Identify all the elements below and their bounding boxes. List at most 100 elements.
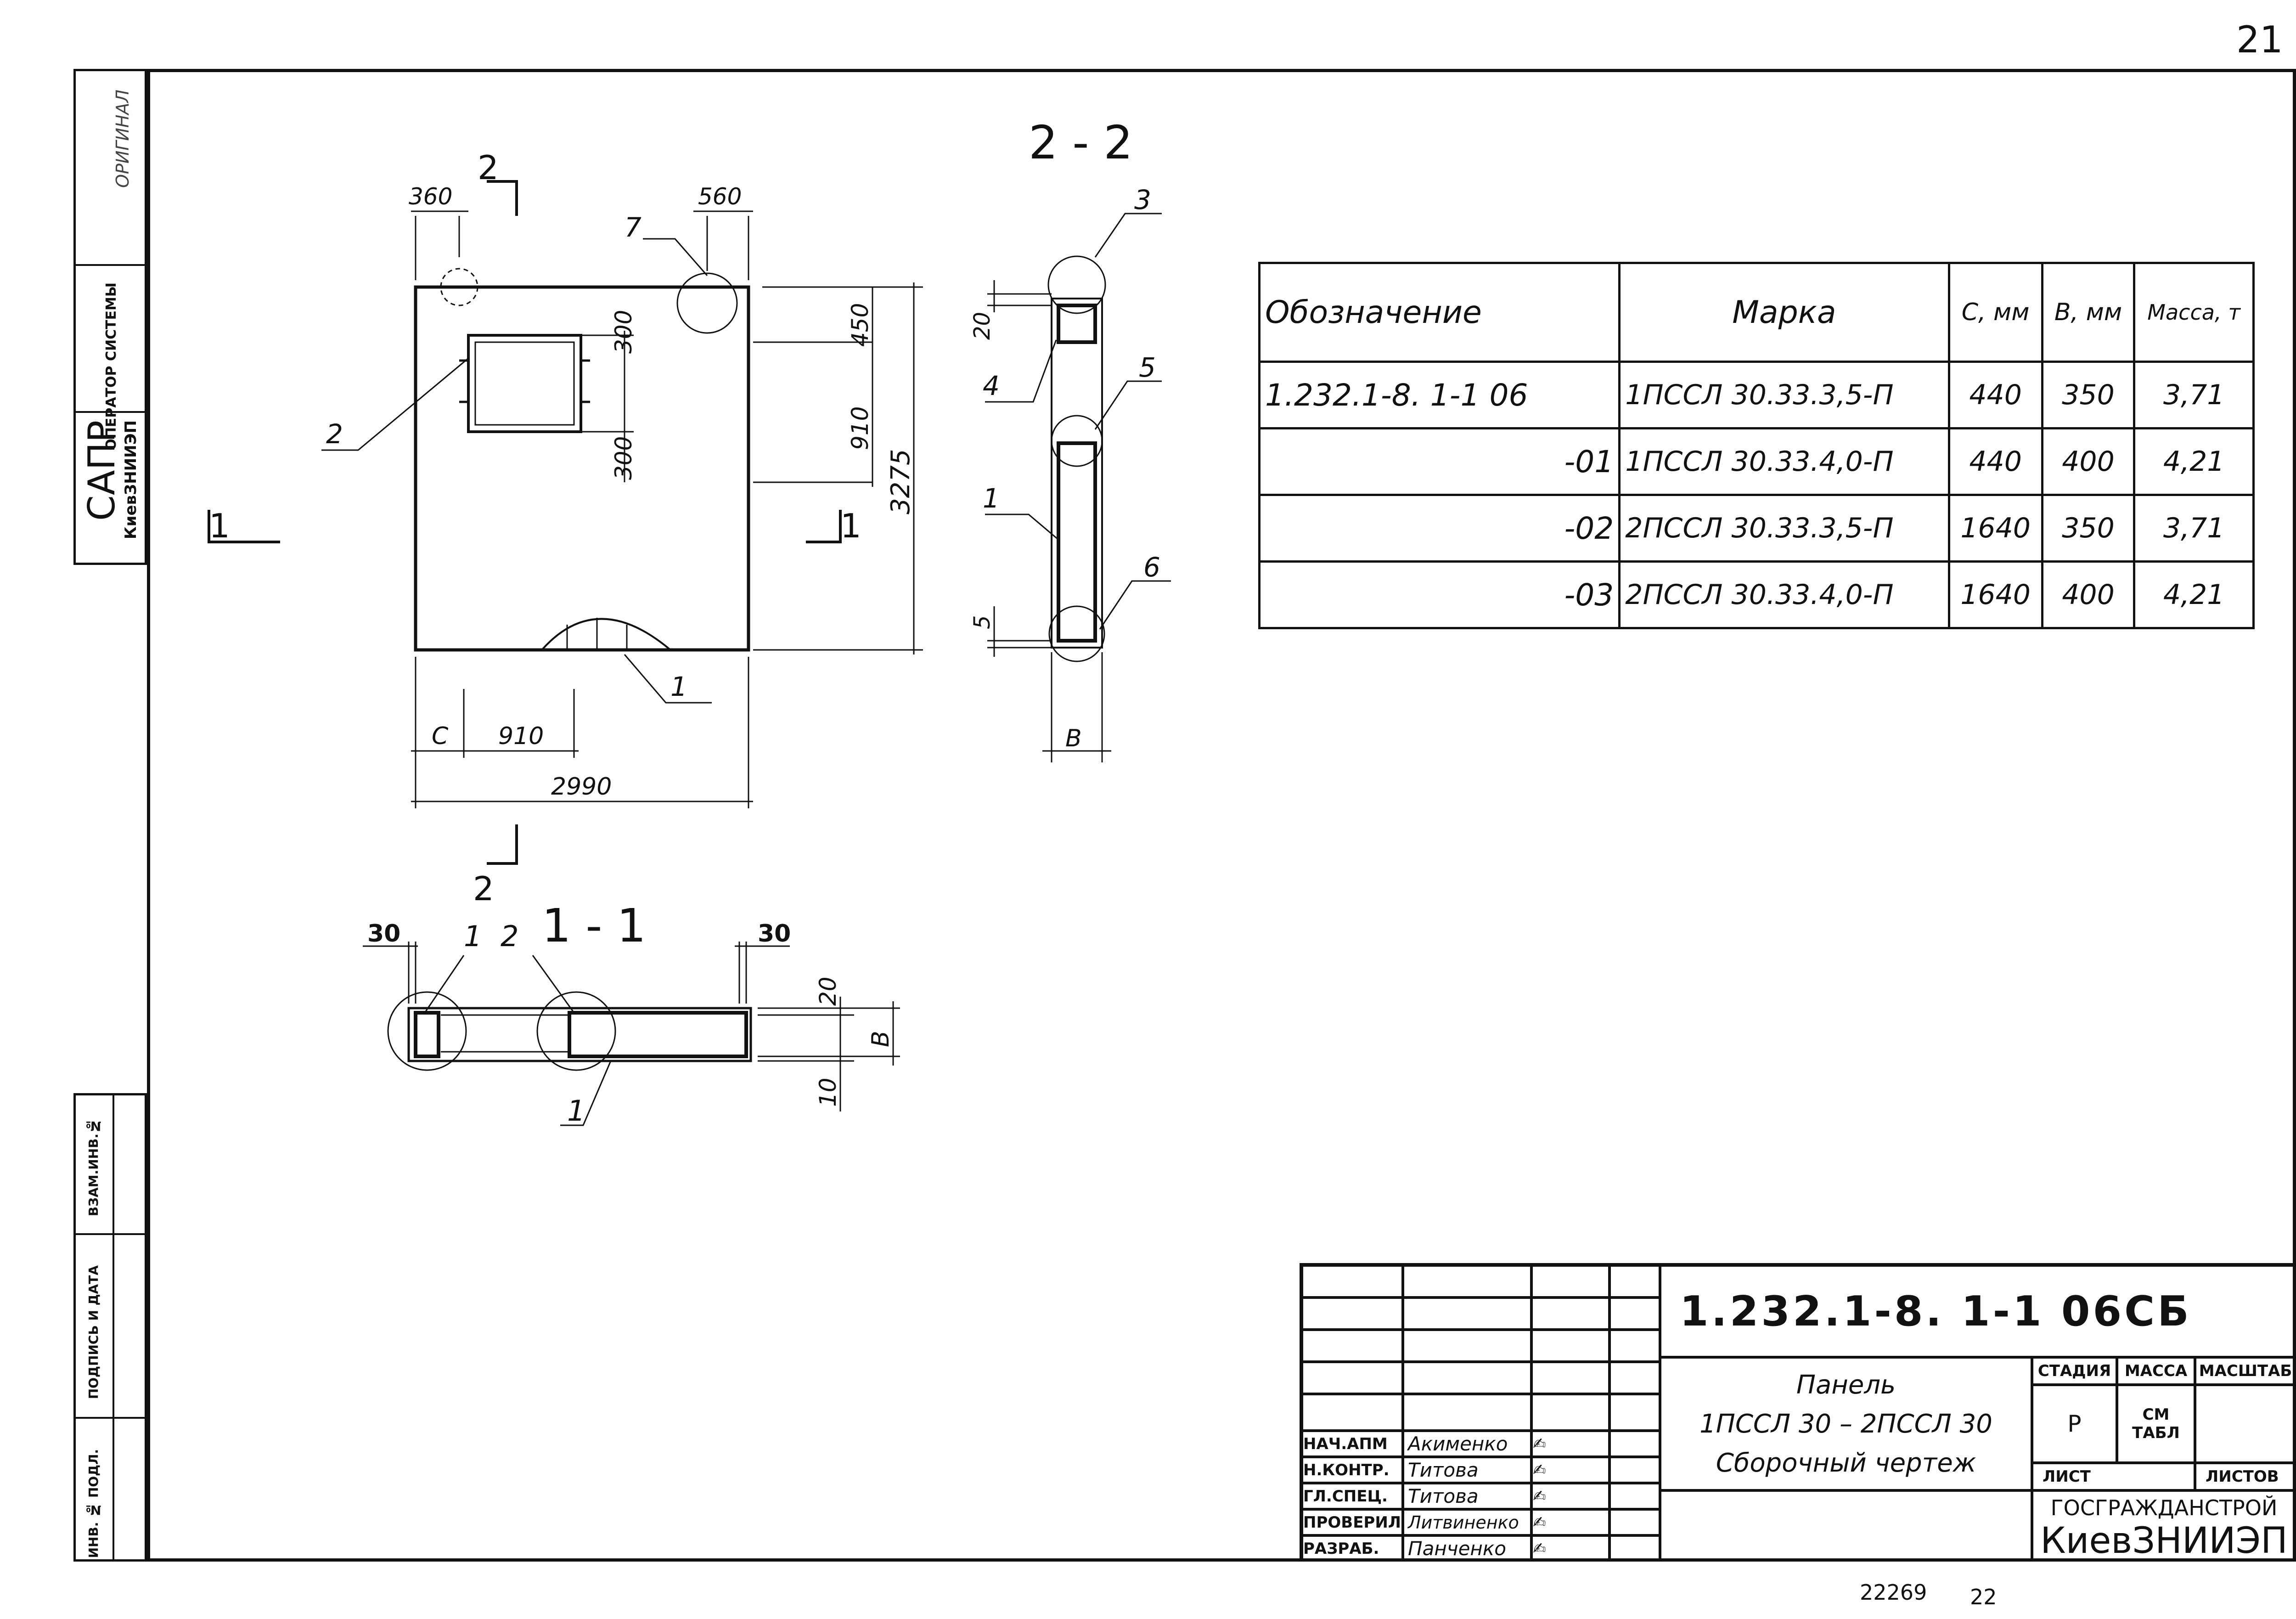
document-code: 1.232.1-8. 1-1 06СБ: [1660, 1265, 2296, 1357]
section11-body: [407, 1007, 752, 1062]
cell-b: 400: [2041, 560, 2136, 629]
role-razrab: РАЗРАБ.: [1302, 1535, 1403, 1562]
archive-number: 22269: [1860, 1580, 1927, 1605]
cell-mass: 3,71: [2133, 361, 2255, 429]
cell-mass: 4,21: [2133, 560, 2255, 629]
callout-1b-s11: 1: [567, 1094, 585, 1128]
signature-grid: НАЧ.АПМ Акименко ✍ Н.КОНТР. Титова ✍ ГЛ.…: [1302, 1265, 1660, 1562]
dim-360: 360: [409, 183, 452, 210]
role-n-kontr: Н.КОНТР.: [1302, 1457, 1403, 1483]
name-gl-spec: Титова: [1403, 1483, 1531, 1509]
plan-panel-outline: [414, 285, 750, 652]
header-c: С, мм: [1947, 262, 2043, 363]
signature: ✍: [1531, 1535, 1609, 1562]
callout-7: 7: [625, 212, 642, 243]
dim-5-s22: 5: [969, 615, 995, 629]
sheet-label: ЛИСТ: [2032, 1463, 2195, 1490]
signature: ✍: [1531, 1483, 1609, 1509]
dim-450: 450: [847, 303, 873, 347]
dim-910v: 910: [847, 406, 873, 450]
title-block: НАЧ.АПМ Акименко ✍ Н.КОНТР. Титова ✍ ГЛ.…: [1300, 1263, 2296, 1562]
callout-5: 5: [1139, 352, 1156, 383]
table-row: 1.232.1-8. 1-1 06 1ПССЛ 30.33.3,5-П 440 …: [1258, 361, 2255, 429]
callout-4: 4: [983, 370, 1000, 401]
specification-table: Обозначение Марка С, мм В, мм Масса, т 1…: [1258, 262, 2255, 629]
cell-designation: 1.232.1-8. 1-1 06: [1258, 361, 1621, 429]
dim-30-left: 30: [367, 920, 400, 948]
section22-body: [1051, 298, 1103, 649]
title-line3: Сборочный чертеж: [1716, 1448, 1976, 1478]
cell-mark: 1ПССЛ 30.33.3,5-П: [1618, 361, 1950, 429]
dim-c: C: [432, 722, 449, 750]
header-b: В, мм: [2041, 262, 2136, 363]
title-line2: 1ПССЛ 30 – 2ПССЛ 30: [1699, 1409, 1992, 1439]
cell-c: 1640: [1947, 494, 2043, 563]
cut-2-top: 2: [478, 148, 499, 187]
dim-30-right: 30: [758, 920, 791, 948]
dim-300b: 300: [610, 436, 637, 480]
table-row: -03 2ПССЛ 30.33.4,0-П 1640 400 4,21: [1258, 560, 2255, 629]
callout-1a-s11: 1: [464, 920, 482, 953]
dim-b-s22: B: [1065, 725, 1082, 752]
callout-6: 6: [1143, 552, 1160, 583]
cut-2-bottom: 2: [473, 869, 494, 908]
dim-3275: 3275: [886, 449, 916, 514]
role-nach-apm: НАЧ.АПМ: [1302, 1431, 1403, 1457]
cut-1-left: 1: [209, 507, 230, 545]
org-line2: КиевЗНИИЭП: [2040, 1520, 2288, 1562]
cell-mass: 4,21: [2133, 427, 2255, 496]
table-row: -02 2ПССЛ 30.33.3,5-П 1640 350 3,71: [1258, 494, 2255, 563]
cell-mass: 3,71: [2133, 494, 2255, 563]
signature: ✍: [1531, 1457, 1609, 1483]
cut-1-right: 1: [840, 507, 861, 545]
callout-2-plan: 2: [326, 418, 343, 450]
cell-b: 400: [2041, 427, 2136, 496]
cell-b: 350: [2041, 361, 2136, 429]
sheets-label: ЛИСТОВ 1: [2195, 1463, 2296, 1490]
cell-designation: -01: [1258, 427, 1621, 496]
table-row: -01 1ПССЛ 30.33.4,0-П 440 400 4,21: [1258, 427, 2255, 496]
plan-opening: [467, 334, 582, 433]
cell-b: 350: [2041, 494, 2136, 563]
format-number: 22: [1970, 1585, 1997, 1609]
cell-c: 440: [1947, 427, 2043, 496]
cell-mark: 2ПССЛ 30.33.4,0-П: [1618, 560, 1950, 629]
cell-designation: -03: [1258, 560, 1621, 629]
header-mark: Марка: [1618, 262, 1950, 363]
callout-1-s22: 1: [983, 483, 1000, 514]
title-line1: Панель: [1796, 1370, 1896, 1400]
side-stamp: ОРИГИНАЛ ОПЕРАТОР СИСТЕМЫ САПР КиевЗНИИЭ…: [73, 69, 147, 565]
dim-2990: 2990: [551, 773, 612, 801]
dim-560: 560: [698, 183, 742, 210]
title-text: Панель 1ПССЛ 30 – 2ПССЛ 30 Сборочный чер…: [1660, 1357, 2032, 1490]
dim-910h: 910: [498, 722, 544, 750]
cell-c: 440: [1947, 361, 2043, 429]
signature: ✍: [1531, 1509, 1609, 1535]
cell-c: 1640: [1947, 560, 2043, 629]
header-mass: Масса, т: [2133, 262, 2255, 363]
stage-value: Р: [2032, 1385, 2117, 1463]
page-number: 21: [2236, 18, 2283, 61]
dim-300a: 300: [610, 310, 637, 354]
name-proveril: Литвиненко: [1403, 1509, 1531, 1535]
stage-label: СТАДИЯ: [2032, 1357, 2117, 1385]
cell-mark: 2ПССЛ 30.33.3,5-П: [1618, 494, 1950, 563]
role-gl-spec: ГЛ.СПЕЦ.: [1302, 1483, 1403, 1509]
mass-value: СМ ТАБЛ: [2117, 1385, 2195, 1463]
name-n-kontr: Титова: [1403, 1457, 1531, 1483]
callout-2-s11: 2: [501, 920, 518, 953]
role-proveril: ПРОВЕРИЛ: [1302, 1509, 1403, 1535]
name-razrab: Панченко: [1403, 1535, 1531, 1562]
scale-label: МАСШТАБ: [2195, 1357, 2296, 1385]
section22-title: 2 - 2: [1029, 116, 1133, 169]
side-stamp-lower: ВЗАМ.ИНВ.№ ПОДПИСЬ И ДАТА ИНВ. № ПОДЛ.: [73, 1093, 147, 1562]
dim-b-s11: B: [867, 1031, 895, 1047]
org-line1: ГОСГРАЖДАНСТРОЙ: [2050, 1495, 2278, 1520]
name-nach-apm: Акименко: [1403, 1431, 1531, 1457]
dim-20-s22: 20: [969, 312, 995, 340]
callout-1-plan: 1: [670, 671, 687, 702]
cell-mark: 1ПССЛ 30.33.4,0-П: [1618, 427, 1950, 496]
drawing-frame: [147, 69, 2296, 1562]
table-header-row: Обозначение Марка С, мм В, мм Масса, т: [1258, 262, 2255, 363]
